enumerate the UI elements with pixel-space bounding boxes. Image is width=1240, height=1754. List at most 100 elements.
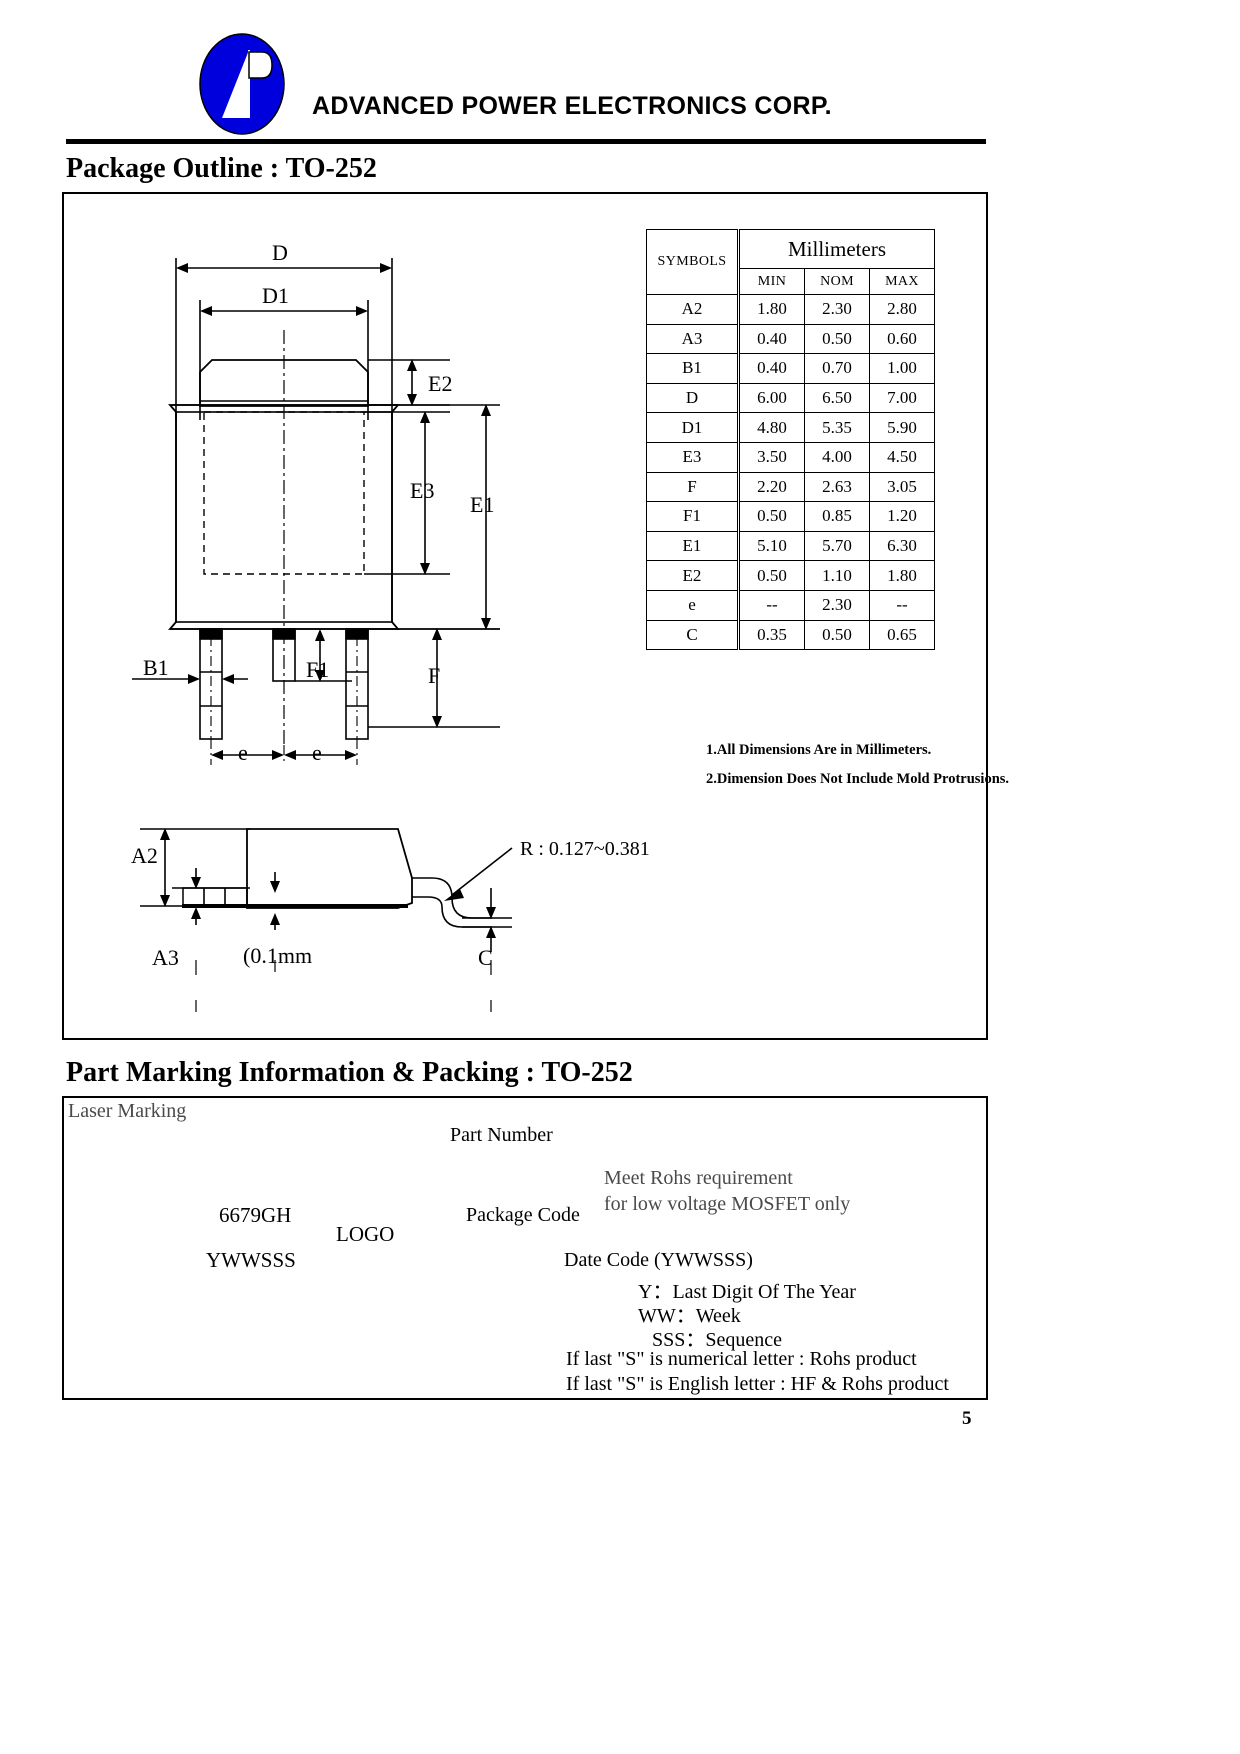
header-nom: NOM <box>804 268 870 295</box>
date-code-label: Date Code (YWWSSS) <box>564 1249 753 1271</box>
cell-nom: 0.50 <box>804 323 870 355</box>
rohs-line-2: for low voltage MOSFET only <box>604 1193 851 1215</box>
cell-nom: 0.70 <box>804 353 870 384</box>
label-E1: E1 <box>470 492 495 517</box>
cell-min: 3.50 <box>738 441 805 473</box>
cell-symbol: D <box>646 382 740 414</box>
laser-marking-label: Laser Marking <box>68 1100 187 1122</box>
rohs-line-1: Meet Rohs requirement <box>604 1167 793 1189</box>
dimension-notes: 1.All Dimensions Are in Millimeters. 2.D… <box>706 736 1009 794</box>
page-header: ADVANCED POWER ELECTRONICS CORP. <box>0 0 1240 150</box>
note-1: 1.All Dimensions Are in Millimeters. <box>706 742 932 758</box>
label-E3: E3 <box>410 478 435 503</box>
cell-nom: 4.00 <box>804 441 870 473</box>
label-E2: E2 <box>428 371 453 396</box>
cell-nom: 5.70 <box>804 530 870 562</box>
company-logo-icon <box>196 32 288 136</box>
label-seating-plane: (0.1mm <box>243 943 313 968</box>
label-D: D <box>272 240 288 265</box>
cell-min: 1.80 <box>738 294 805 325</box>
cell-max: 2.80 <box>869 294 935 325</box>
cell-symbol: C <box>646 619 740 651</box>
package-code-label: Package Code <box>466 1204 580 1226</box>
part-marking-title: Part Marking Information & Packing : TO-… <box>66 1057 633 1088</box>
table-row: e--2.30-- <box>646 589 935 621</box>
header-max: MAX <box>869 268 935 295</box>
cell-nom: 2.63 <box>804 471 870 503</box>
cell-max: 0.65 <box>869 619 935 651</box>
part-marking-panel <box>62 1096 988 1400</box>
cell-max: 4.50 <box>869 441 935 473</box>
legend-year: Y：Last Digit Of The Year <box>638 1281 856 1303</box>
legend-sequence: SSS：Sequence <box>652 1329 782 1351</box>
cell-nom: 5.35 <box>804 412 870 443</box>
cell-min: 5.10 <box>738 530 805 562</box>
cell-min: 6.00 <box>738 382 805 414</box>
package-outline-title: Package Outline : TO-252 <box>66 153 377 184</box>
cell-symbol: E2 <box>646 560 740 591</box>
cell-max: 0.60 <box>869 323 935 355</box>
cell-max: 6.30 <box>869 530 935 562</box>
company-name: ADVANCED POWER ELECTRONICS CORP. <box>312 92 832 120</box>
rohs-condition-1: If last "S" is numerical letter : Rohs p… <box>566 1348 917 1370</box>
part-number-label: Part Number <box>450 1124 553 1146</box>
cell-max: 5.90 <box>869 412 935 443</box>
cell-min: -- <box>738 589 805 621</box>
cell-nom: 0.85 <box>804 501 870 532</box>
cell-min: 4.80 <box>738 412 805 443</box>
cell-nom: 6.50 <box>804 382 870 414</box>
cell-min: 0.50 <box>738 501 805 532</box>
rohs-condition-2: If last "S" is English letter : HF & Roh… <box>566 1373 949 1395</box>
label-A2: A2 <box>131 843 158 868</box>
cell-symbol: e <box>646 589 740 621</box>
cell-nom: 2.30 <box>804 294 870 325</box>
cell-nom: 1.10 <box>804 560 870 591</box>
label-C: C <box>478 945 493 970</box>
table-header-row: SYMBOLS Millimeters <box>646 229 935 295</box>
cell-symbol: A3 <box>646 323 740 355</box>
marking-code: 6679GH <box>219 1203 292 1227</box>
label-F: F <box>428 663 441 688</box>
date-code-text: YWWSSS <box>206 1248 296 1272</box>
cell-max: 1.00 <box>869 353 935 384</box>
cell-min: 0.35 <box>738 619 805 651</box>
cell-min: 0.40 <box>738 353 805 384</box>
cell-nom: 2.30 <box>804 589 870 621</box>
label-D1: D1 <box>262 283 289 308</box>
label-B1: B1 <box>143 655 169 680</box>
header-min: MIN <box>738 268 805 295</box>
cell-max: 3.05 <box>869 471 935 503</box>
logo-label: LOGO <box>336 1222 395 1246</box>
page-number: 5 <box>962 1408 972 1429</box>
header-unit: Millimeters <box>738 229 935 269</box>
header-divider <box>66 139 986 144</box>
header-symbols: SYMBOLS <box>646 229 740 295</box>
cell-max: 1.20 <box>869 501 935 532</box>
note-2: 2.Dimension Does Not Include Mold Protru… <box>706 771 1010 787</box>
cell-max: 1.80 <box>869 560 935 591</box>
label-F1: F1 <box>306 657 330 682</box>
cell-symbol: D1 <box>646 412 740 443</box>
cell-nom: 0.50 <box>804 619 870 651</box>
label-e-left: e <box>238 740 248 765</box>
cell-min: 2.20 <box>738 471 805 503</box>
cell-max: 7.00 <box>869 382 935 414</box>
cell-symbol: E3 <box>646 441 740 473</box>
label-e-right: e <box>312 740 322 765</box>
table-subheader-row: MIN NOM MAX <box>647 268 935 295</box>
legend-week: WW：Week <box>638 1305 741 1327</box>
cell-min: 0.40 <box>738 323 805 355</box>
